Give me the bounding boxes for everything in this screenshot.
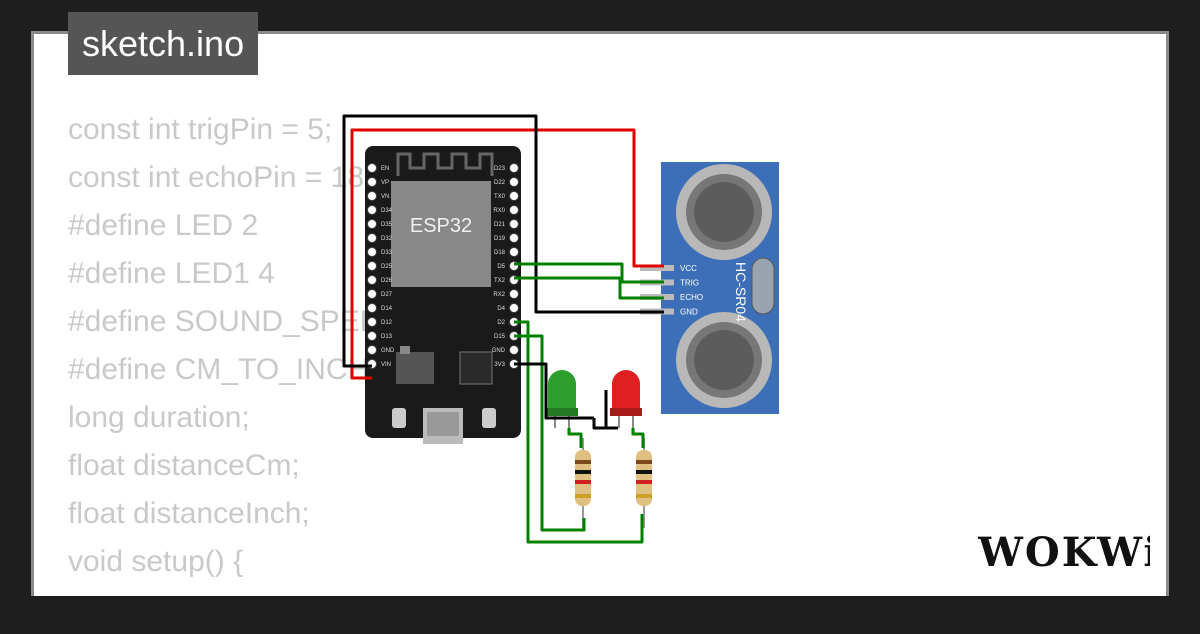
- wire-gnd-led2: [592, 390, 608, 430]
- pin-label: D22: [494, 180, 506, 186]
- code-line: float distanceInch;: [68, 497, 310, 530]
- esp32-board[interactable]: ESP32: [365, 146, 521, 444]
- pin-vp[interactable]: [367, 177, 377, 187]
- pin-label: RX2: [493, 292, 505, 298]
- code-line: #define LED 2: [68, 209, 259, 242]
- pin-d23[interactable]: [509, 163, 519, 173]
- pin-label: VN: [381, 194, 389, 200]
- wire-echo: [514, 276, 664, 300]
- pin-label: D23: [494, 166, 506, 172]
- wire-led1: [514, 320, 644, 544]
- sensor-name: HC-SR04: [733, 262, 749, 322]
- code-line: const int trigPin = 5;: [68, 113, 333, 146]
- pin-label: TX2: [494, 278, 506, 284]
- pin-d22[interactable]: [509, 177, 519, 187]
- pin-d25[interactable]: [367, 261, 377, 271]
- pin-label: EN: [381, 166, 389, 172]
- code-line: void setup() {: [68, 545, 244, 578]
- svg-text:WOKWi: WOKWi: [978, 529, 1150, 576]
- pin-d13[interactable]: [367, 331, 377, 341]
- pin-label: TX0: [494, 194, 506, 200]
- pin-gnd[interactable]: [509, 345, 519, 355]
- pin-vn[interactable]: [367, 191, 377, 201]
- pin-label: 3V3: [494, 362, 505, 368]
- pin-label: D27: [381, 292, 393, 298]
- hc-sr04-sensor[interactable]: HC-SR04: [661, 162, 779, 414]
- pin-label: VP: [381, 180, 389, 186]
- pin-label: D13: [381, 334, 393, 340]
- pin-gnd[interactable]: [367, 345, 377, 355]
- pin-d19[interactable]: [509, 233, 519, 243]
- pin-d14[interactable]: [367, 303, 377, 313]
- wire-led2: [514, 334, 586, 532]
- pin-label: D33: [381, 250, 393, 256]
- pin-d26[interactable]: [367, 275, 377, 285]
- pin-label: D15: [494, 334, 506, 340]
- pin-d34[interactable]: [367, 205, 377, 215]
- resistor-2[interactable]: [636, 438, 652, 528]
- pin-d4[interactable]: [509, 303, 519, 313]
- wire-gnd-sensor: [342, 114, 664, 368]
- pin-label: VIN: [381, 362, 391, 368]
- pin-d18[interactable]: [509, 247, 519, 257]
- pin-label: D32: [381, 236, 393, 242]
- esp32-chip: [391, 181, 491, 287]
- pin-label: D19: [494, 236, 506, 242]
- canvas-frame: [34, 34, 1166, 596]
- pin-rx2[interactable]: [509, 289, 519, 299]
- pin-label: GND: [492, 348, 506, 354]
- wire-trig: [514, 262, 664, 284]
- led-red[interactable]: [610, 370, 642, 428]
- wire-led-red-res: [631, 428, 645, 448]
- pin-label: D2: [497, 320, 505, 326]
- pin-label: D35: [381, 222, 393, 228]
- sensor-pin-label: TRIG: [680, 279, 699, 288]
- wire-gnd-led: [514, 362, 594, 420]
- pin-label: RX0: [493, 208, 505, 214]
- wire-vcc: [350, 128, 664, 380]
- sensor-pin-label: ECHO: [680, 293, 703, 302]
- pin-label: D14: [381, 306, 393, 312]
- sensor-pin-vcc[interactable]: [640, 265, 674, 271]
- sensor-pin-label: VCC: [680, 264, 697, 273]
- pin-en[interactable]: [367, 163, 377, 173]
- pin-d33[interactable]: [367, 247, 377, 257]
- pin-d32[interactable]: [367, 233, 377, 243]
- wires: [342, 114, 664, 544]
- code-line: float distanceCm;: [68, 449, 300, 482]
- pin-d12[interactable]: [367, 317, 377, 327]
- file-tab[interactable]: sketch.ino: [68, 12, 259, 75]
- code-line: long duration;: [68, 401, 250, 434]
- pin-d35[interactable]: [367, 219, 377, 229]
- sensor-pin-label: GND: [680, 308, 698, 317]
- pin-label: D25: [381, 264, 393, 270]
- pin-label: D26: [381, 278, 393, 284]
- pin-label: D34: [381, 208, 393, 214]
- pin-label: D18: [494, 250, 506, 256]
- pin-label: D4: [497, 306, 505, 312]
- esp32-label: ESP32: [410, 215, 472, 237]
- wire-led-green-res: [567, 428, 583, 448]
- pin-label: D12: [381, 320, 393, 326]
- pin-rx0[interactable]: [509, 205, 519, 215]
- pin-label: D5: [497, 264, 505, 270]
- pin-d27[interactable]: [367, 289, 377, 299]
- code-editor[interactable]: const int trigPin = 5;const int echoPin …: [68, 106, 503, 634]
- pin-tx0[interactable]: [509, 191, 519, 201]
- pin-label: D21: [494, 222, 506, 228]
- resistor-1[interactable]: [575, 438, 591, 528]
- bottom-bar: [0, 596, 1200, 630]
- pin-label: GND: [381, 348, 395, 354]
- code-line: #define LED1 4: [68, 257, 275, 290]
- wokwi-logo: WOKWi: [978, 529, 1150, 576]
- pin-d21[interactable]: [509, 219, 519, 229]
